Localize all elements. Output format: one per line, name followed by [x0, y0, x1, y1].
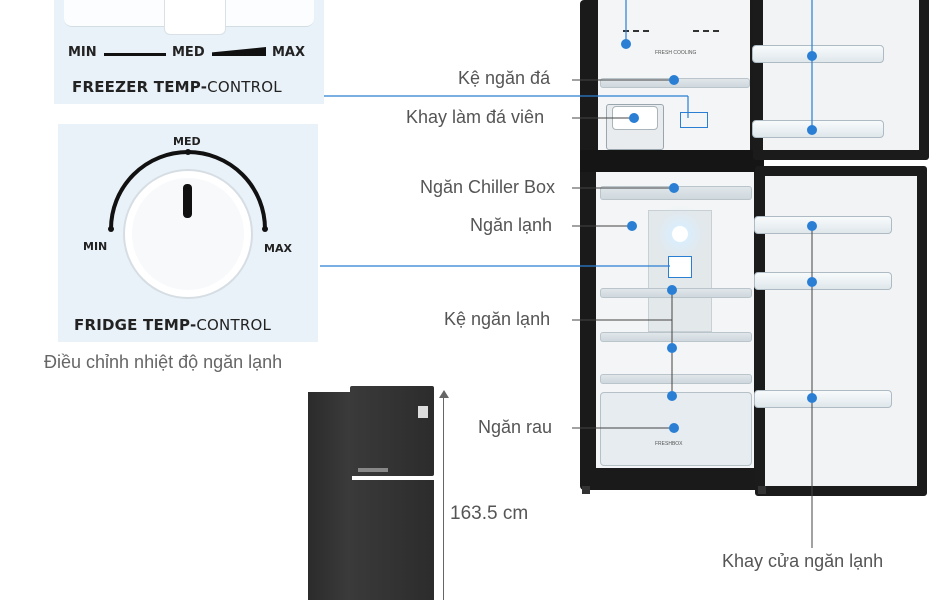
freezer-scale-high: [212, 47, 266, 56]
freezer-dial-grip: [164, 0, 226, 35]
dot-fridge-shelf-3: [667, 391, 677, 401]
fridge-panel-title: FRIDGE TEMP-CONTROL: [74, 316, 272, 334]
label-fridge-shelf: Kệ ngăn lạnh: [444, 309, 551, 329]
freezer-door-bin-2: [752, 120, 884, 138]
closed-fridge-handle: [358, 468, 388, 472]
dot-freezer-door-2: [807, 125, 817, 135]
label-fridge-door-tray: Khay cửa ngăn lạnh: [722, 551, 884, 571]
fridge-min-label: MIN: [83, 240, 108, 253]
freezer-med-label: MED: [172, 45, 205, 60]
freezer-panel-title: FREEZER TEMP-CONTROL: [72, 78, 282, 96]
label-chiller-box: Ngăn Chiller Box: [420, 177, 556, 197]
dot-freezer-door-1: [807, 51, 817, 61]
fridge-shelf-3: [600, 374, 752, 384]
dot-fridge-shelf-2: [667, 343, 677, 353]
dot-fridge-door-2: [807, 277, 817, 287]
freezer-temp-control-panel: MIN MED MAX FREEZER TEMP-CONTROL: [54, 0, 324, 104]
fridge-max-label: MAX: [264, 242, 292, 255]
fridge-foot-right: [758, 486, 766, 494]
fridge-foot-left: [582, 486, 590, 494]
closed-fridge-logo: [418, 406, 428, 418]
dot-fridge-door-1: [807, 221, 817, 231]
fresh-cooling-label: FRESH COOLING: [655, 50, 697, 56]
freezer-min-label: MIN: [68, 45, 97, 60]
fridge-shelf-2: [600, 332, 752, 342]
freezer-scale-low: [104, 53, 166, 56]
label-vegetable-drawer: Ngăn rau: [478, 417, 553, 437]
freshbox-label: FRESHBOX: [655, 441, 683, 447]
closed-fridge-side: [308, 392, 352, 600]
dot-chiller-box: [669, 183, 679, 193]
dot-fridge-shelf-1: [667, 285, 677, 295]
height-arrow-head: [439, 390, 449, 398]
freezer-vent-left: [623, 30, 649, 38]
closed-fridge-image: [308, 386, 434, 600]
ice-tray-knob: [680, 112, 708, 128]
fridge-light: [672, 226, 688, 242]
dot-fridge-compartment: [627, 221, 637, 231]
dot-ice-tray: [629, 113, 639, 123]
label-ice-tray: Khay làm đá viên: [406, 107, 545, 127]
dot-vegetable-drawer: [669, 423, 679, 433]
fridge-dial: [108, 149, 268, 299]
fridge-door-bin-2: [754, 272, 892, 290]
label-fridge-compartment: Ngăn lạnh: [470, 215, 553, 235]
freezer-max-label: MAX: [272, 45, 306, 60]
fridge-temp-control-panel: MED MIN MAX FRIDGE TEMP-CONTROL: [58, 124, 318, 342]
height-label: 163.5 cm: [450, 503, 529, 524]
closed-fridge-bottom: [350, 480, 434, 600]
fridge-med-label: MED: [173, 135, 201, 148]
fridge-divider: [580, 150, 764, 172]
dot-ice-shelf: [669, 75, 679, 85]
closed-fridge-top: [350, 386, 434, 476]
freezer-door-bin-1: [752, 45, 884, 63]
dot-freezer-top-left: [621, 39, 631, 49]
dot-fridge-door-3: [807, 393, 817, 403]
freezer-vent-right: [693, 30, 719, 38]
label-ice-shelf: Kệ ngăn đá: [458, 68, 551, 88]
fridge-temp-caption: Điều chỉnh nhiệt độ ngăn lạnh: [44, 352, 283, 372]
fridge-door-bin-1: [754, 216, 892, 234]
fridge-door-bin-3: [754, 390, 892, 408]
height-arrow-line: [443, 396, 444, 600]
fridge-temp-dial-icon: [668, 256, 692, 278]
